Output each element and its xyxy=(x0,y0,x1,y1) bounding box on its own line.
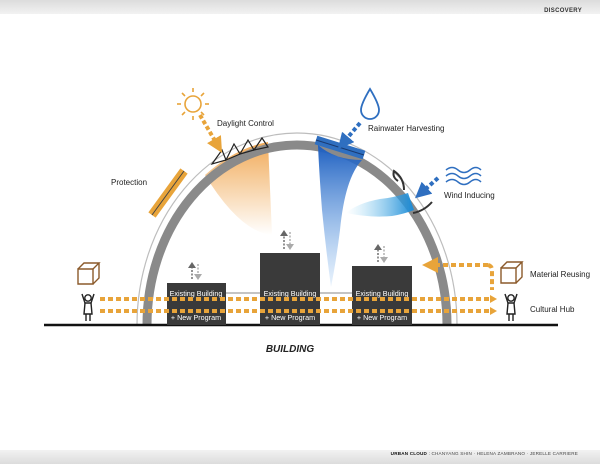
building-1-arrows xyxy=(188,262,202,280)
building-1-line2: + New Program xyxy=(171,313,221,322)
building-2-line1: Existing Building xyxy=(264,289,317,298)
material-reusing-label: Material Reusing xyxy=(530,270,590,279)
bottom-bar xyxy=(0,450,600,464)
authors: CHANYANG SHIN · HELENA ZAMBRANO · JERELL… xyxy=(431,451,578,456)
building-2-arrows xyxy=(280,230,294,250)
sun-arrow xyxy=(198,113,223,153)
rain-funnel xyxy=(318,145,362,287)
building-3-line1: Existing Building xyxy=(356,289,409,298)
section-tag: DISCOVERY xyxy=(544,8,582,14)
daylight-louvers xyxy=(210,136,269,166)
material-flow-riser xyxy=(487,263,494,290)
footer-credits: URBAN CLOUD : CHANYANG SHIN · HELENA ZAM… xyxy=(391,451,578,456)
project-name: URBAN CLOUD xyxy=(390,451,428,456)
rainwater-harvesting-label: Rainwater Harvesting xyxy=(368,124,444,133)
cultural-hub-label: Cultural Hub xyxy=(530,305,575,314)
diagram-title: BUILDING xyxy=(266,344,315,355)
raindrop-icon xyxy=(360,87,380,120)
footer-separator: : xyxy=(428,451,432,456)
building-3 xyxy=(352,266,412,325)
wind-vent-upper xyxy=(392,169,405,191)
protection-panel-edge xyxy=(151,170,185,216)
wind-vent-lower xyxy=(412,201,433,214)
building-1-line1: Existing Building xyxy=(170,289,223,298)
sun-icon xyxy=(177,88,209,120)
building-1 xyxy=(167,283,226,325)
building-3-arrows xyxy=(374,244,388,263)
dome-inner-line xyxy=(136,132,458,326)
wind-arrow xyxy=(415,176,440,199)
top-bar xyxy=(0,0,600,14)
protection-label: Protection xyxy=(111,178,147,187)
material-box-icon-left xyxy=(77,262,101,285)
wind-inducing-label: Wind Inducing xyxy=(444,191,495,200)
person-icon-right xyxy=(504,293,518,321)
dome-band xyxy=(142,140,452,326)
wind-glow xyxy=(346,193,414,217)
building-3-line2: + New Program xyxy=(357,313,407,322)
wind-icon xyxy=(445,166,482,186)
daylight-control-label: Daylight Control xyxy=(217,119,274,128)
person-icon-left xyxy=(81,293,95,321)
material-box-icon-right xyxy=(500,261,524,284)
cultural-flow xyxy=(100,297,490,313)
rain-arrow xyxy=(337,121,362,150)
building-2-line2: + New Program xyxy=(265,313,315,322)
